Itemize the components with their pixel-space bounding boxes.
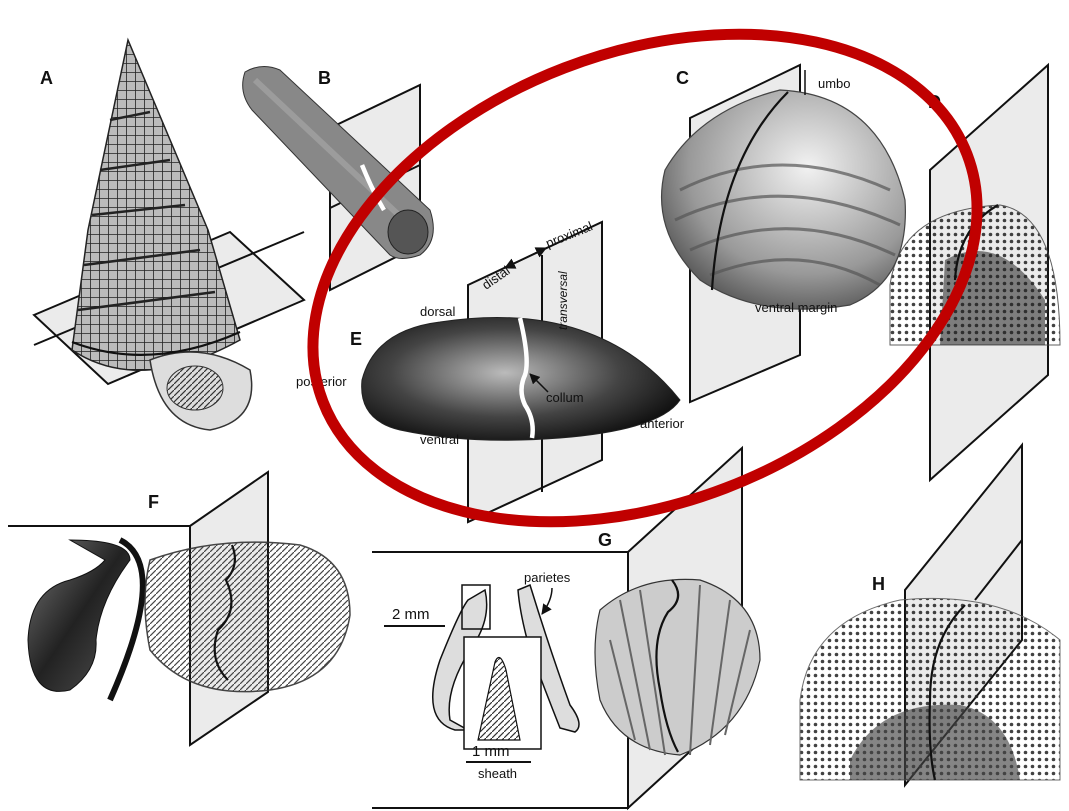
ribbed-shell-g [595,579,760,755]
panel-letter-h: H [872,574,885,594]
label-collum: collum [546,390,584,405]
label-ventral: ventral [420,432,459,447]
panel-f: F [8,472,350,745]
label-dorsal: dorsal [420,304,456,319]
label-anterior: anterior [640,416,685,431]
gastropod-shell-a [72,40,240,370]
label-umbo: umbo [818,76,851,91]
panel-letter-b: B [318,68,331,88]
tube-end-b [388,210,428,254]
aperture-opening-a [167,366,223,410]
panel-letter-g: G [598,530,612,550]
parietes-arrow [542,588,552,614]
label-ventral-margin: ventral margin [755,300,837,315]
panel-c: C umbo ventral margin [662,65,906,402]
label-scale-2mm: 2 mm [392,606,430,623]
label-transversal: transversal [556,271,570,330]
coiled-shell-section-f [28,540,130,691]
label-sheath: sheath [478,766,517,781]
panel-letter-a: A [40,68,53,88]
label-scale-1mm: 1 mm [472,743,510,760]
panel-letter-c: C [676,68,689,88]
panel-letter-e: E [350,329,362,349]
panel-h: H [800,445,1060,785]
panel-d: D [890,65,1060,480]
shell-exterior-f [145,542,350,692]
label-parietes: parietes [524,570,571,585]
panel-letter-f: F [148,492,159,512]
otolith-e [362,318,680,441]
